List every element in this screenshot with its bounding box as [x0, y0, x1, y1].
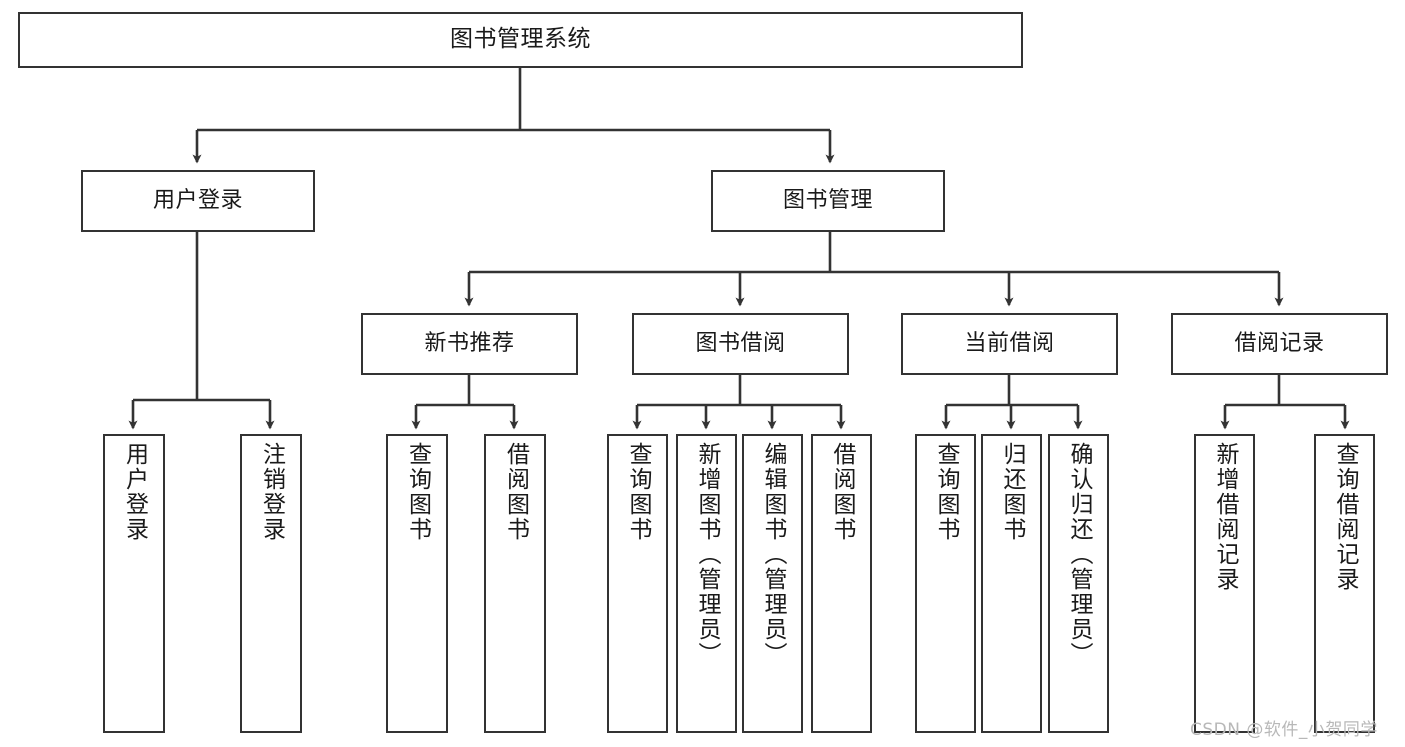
node-label: 当前借阅: [964, 330, 1055, 356]
node-label: 查询图书: [933, 442, 959, 542]
node-leaf-add-book-admin[interactable]: 新增图书（管理员）: [676, 434, 737, 733]
node-book-management[interactable]: 图书管理: [711, 170, 945, 232]
node-label: 新书推荐: [424, 330, 515, 356]
node-leaf-borrow-book[interactable]: 借阅图书: [811, 434, 872, 733]
node-leaf-logout[interactable]: 注销登录: [240, 434, 302, 733]
node-label: 查询图书: [404, 442, 431, 542]
node-book-borrow[interactable]: 图书借阅: [632, 313, 849, 375]
node-new-book-recommend[interactable]: 新书推荐: [361, 313, 578, 375]
node-label: 查询图书: [625, 442, 651, 542]
node-label: 图书管理: [782, 187, 873, 213]
node-label: 注销登录: [258, 442, 285, 542]
node-label: 图书管理系统: [450, 26, 591, 53]
node-current-borrow[interactable]: 当前借阅: [901, 313, 1118, 375]
node-leaf-query-book-current[interactable]: 查询图书: [915, 434, 976, 733]
csdn-watermark: CSDN @软件_小贺同学: [1190, 720, 1378, 740]
node-label: 图书借阅: [695, 330, 786, 356]
node-label: 查询借阅记录: [1332, 442, 1358, 592]
node-leaf-query-book-recommend[interactable]: 查询图书: [386, 434, 448, 733]
node-user-login[interactable]: 用户登录: [81, 170, 315, 232]
node-label: 借阅记录: [1234, 330, 1325, 356]
node-leaf-query-book-borrow[interactable]: 查询图书: [607, 434, 668, 733]
node-borrow-record[interactable]: 借阅记录: [1171, 313, 1388, 375]
node-leaf-user-login[interactable]: 用户登录: [103, 434, 165, 733]
node-leaf-confirm-return-admin[interactable]: 确认归还（管理员）: [1048, 434, 1109, 733]
node-label: 归还图书: [999, 442, 1025, 542]
node-label: 借阅图书: [829, 442, 855, 542]
node-label: 用户登录: [121, 442, 148, 542]
node-leaf-borrow-book-recommend[interactable]: 借阅图书: [484, 434, 546, 733]
node-leaf-add-borrow-record[interactable]: 新增借阅记录: [1194, 434, 1255, 733]
node-label: 编辑图书（管理员）: [760, 442, 786, 667]
node-leaf-edit-book-admin[interactable]: 编辑图书（管理员）: [742, 434, 803, 733]
node-label: 用户登录: [152, 187, 243, 213]
node-label: 借阅图书: [502, 442, 529, 542]
node-leaf-return-book[interactable]: 归还图书: [981, 434, 1042, 733]
node-root-book-management-system[interactable]: 图书管理系统: [18, 12, 1023, 68]
node-label: 确认归还（管理员）: [1066, 442, 1092, 667]
node-label: 新增借阅记录: [1212, 442, 1238, 592]
node-label: 新增图书（管理员）: [694, 442, 720, 667]
node-leaf-query-borrow-record[interactable]: 查询借阅记录: [1314, 434, 1375, 733]
